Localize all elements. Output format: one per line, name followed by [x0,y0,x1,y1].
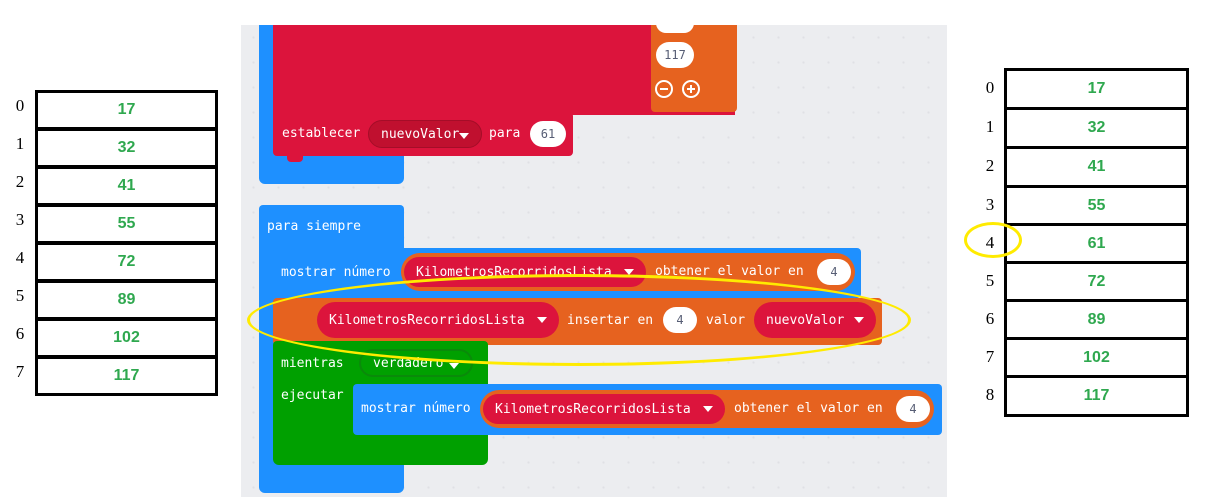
insert-at-label: insertar en [567,313,654,328]
array-index: 1 [985,117,995,136]
array-value: 117 [35,356,218,396]
array-index: 5 [15,286,25,305]
show-number-block[interactable]: mostrar número KilometrosRecorridosLista… [273,248,861,298]
list-get-block[interactable]: KilometrosRecorridosLista obtener el val… [480,390,934,428]
list-variable-dropdown[interactable]: KilometrosRecorridosLista [483,394,725,424]
array-value: 32 [35,128,218,168]
set-variable-block[interactable]: establecer nuevoValor para 61 [273,112,573,162]
show-number-block[interactable]: mostrar número KilometrosRecorridosLista… [353,384,942,435]
array-index: 0 [15,96,25,115]
list-get-block[interactable]: KilometrosRecorridosLista obtener el val… [401,253,855,291]
array-index: 0 [985,78,995,97]
dropdown-caret-icon [624,269,634,275]
get-index-input[interactable]: 4 [896,396,930,422]
array-index: 1 [15,134,25,153]
array-value: 17 [35,90,218,130]
show-number-label: mostrar número [281,265,391,280]
array-index: 2 [15,172,25,191]
array-value: 117 [1004,375,1189,417]
condition-value: verdadero [373,355,444,371]
array-index: 5 [985,271,995,290]
block-notch [287,156,303,162]
do-label: ejecutar [281,388,344,403]
variable-name: nuevoValor [381,126,460,142]
dropdown-caret-icon [703,406,713,412]
blocks-workspace[interactable]: 117 establecer nuevoValor para 61 para s… [241,25,947,497]
forever-label: para siempre [267,219,361,234]
list-name: KilometrosRecorridosLista [329,312,525,328]
list-insert-block[interactable]: KilometrosRecorridosLista insertar en 4 … [273,298,882,345]
array-index: 7 [985,347,995,366]
array-value: 72 [1004,261,1189,303]
insert-index-input[interactable]: 4 [663,307,697,333]
right-array-table: 0 17 1 32 2 41 3 55 4 61 5 72 6 89 7 102… [980,68,1190,417]
set-label: establecer [282,126,361,141]
dropdown-caret-icon [537,317,547,323]
array-value: 41 [35,166,218,206]
value-variable-dropdown[interactable]: nuevoValor [754,302,876,338]
array-value: 89 [1004,299,1189,341]
get-value-label: obtener el valor en [655,264,804,279]
array-index: 8 [985,385,995,404]
set-value-input[interactable]: 61 [530,121,566,147]
array-value: 55 [1004,185,1189,227]
array-item-value[interactable]: 117 [656,42,694,68]
array-value: 41 [1004,146,1189,188]
array-value: 17 [1004,68,1189,110]
array-index: 6 [985,309,995,328]
array-item-slot[interactable] [656,25,694,33]
list-name: KilometrosRecorridosLista [495,401,691,417]
get-value-label: obtener el valor en [734,401,883,416]
array-of-block[interactable]: 117 [651,25,737,112]
array-value: 32 [1004,107,1189,149]
dropdown-caret-icon [459,133,469,139]
array-index: 6 [15,324,25,343]
array-value: 72 [35,242,218,282]
dropdown-caret-icon [854,317,864,323]
list-name: KilometrosRecorridosLista [416,264,612,280]
list-variable-dropdown[interactable]: KilometrosRecorridosLista [404,257,646,287]
array-value: 102 [35,318,218,358]
variable-dropdown[interactable]: nuevoValor [368,120,482,148]
array-index: 7 [15,362,25,381]
left-array-table: 0 17 1 32 2 41 3 55 4 72 5 89 6 102 7 11… [10,90,220,400]
get-index-input[interactable]: 4 [817,259,851,285]
show-number-label: mostrar número [361,401,471,416]
array-index: 4 [985,233,995,252]
condition-boolean[interactable]: verdadero [359,349,473,377]
variable-name: nuevoValor [766,312,845,328]
array-index: 3 [985,195,995,214]
array-value: 55 [35,204,218,244]
value-label: valor [706,313,746,328]
dropdown-caret-icon [449,363,459,369]
array-value: 102 [1004,337,1189,379]
minus-circle-icon[interactable] [655,80,673,98]
array-value: 61 [1004,223,1189,265]
plus-circle-icon[interactable] [682,80,700,98]
while-label: mientras [281,356,344,371]
array-index: 2 [985,156,995,175]
array-index: 4 [15,248,25,267]
array-index: 3 [15,210,25,229]
to-label: para [489,126,521,141]
list-variable-dropdown[interactable]: KilometrosRecorridosLista [317,302,559,338]
array-value: 89 [35,280,218,320]
